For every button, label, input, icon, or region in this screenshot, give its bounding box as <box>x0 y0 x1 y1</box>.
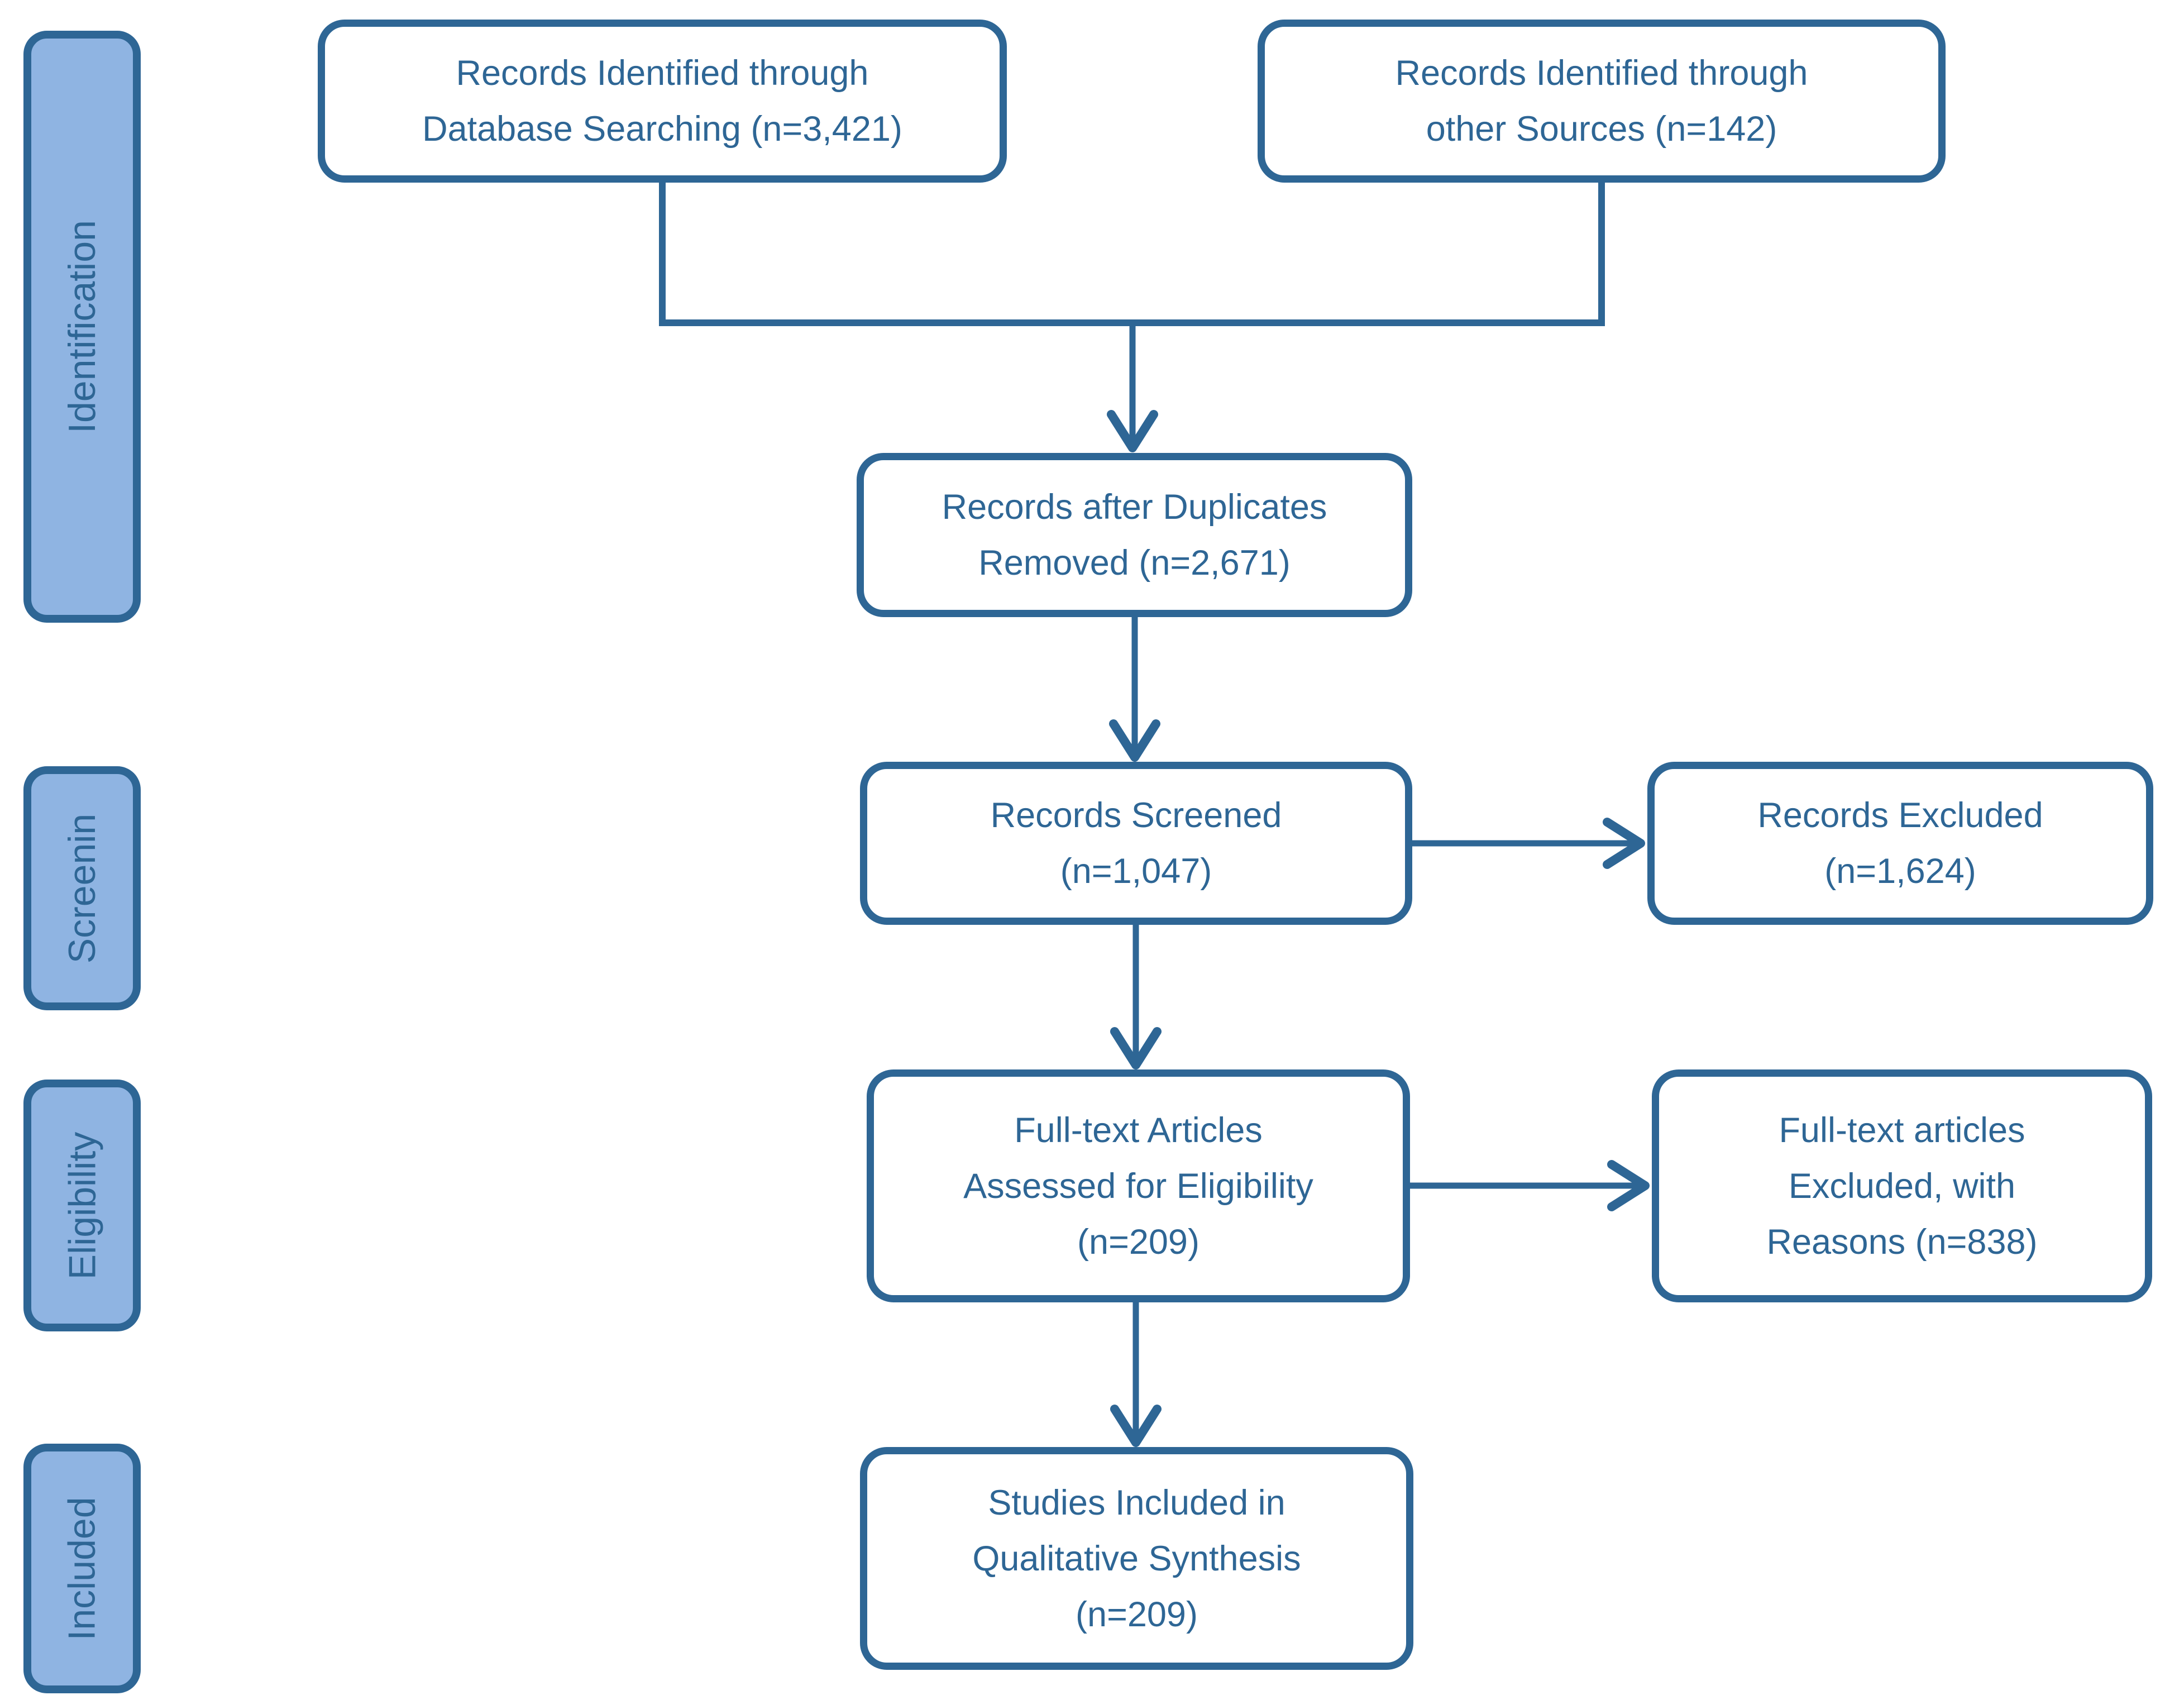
stage-label: Included <box>61 1496 103 1641</box>
node-line: (n=209) <box>1076 1594 1198 1634</box>
arrow-down-studies-included-icon <box>1110 1302 1162 1447</box>
node-line: Excluded, with <box>1788 1166 2016 1206</box>
stage-label: Eligibility <box>61 1131 103 1279</box>
node-studies-included: Studies Included in Qualitative Synthesi… <box>860 1447 1413 1670</box>
node-line: Full-text Articles <box>1014 1110 1263 1150</box>
node-line: (n=1,624) <box>1824 852 1976 891</box>
stage-eligibility: Eligibility <box>23 1080 141 1331</box>
node-line: Assessed for Eligibility <box>963 1166 1313 1206</box>
node-records-identified-other: Records Identified through other Sources… <box>1258 20 1946 183</box>
stage-included: Included <box>23 1444 141 1693</box>
node-line: Full-text articles <box>1779 1110 2025 1150</box>
node-line: Records after Duplicates <box>942 488 1327 527</box>
arrow-down-duplicates-icon <box>1107 326 1158 452</box>
node-line: (n=209) <box>1077 1222 1199 1262</box>
node-records-after-duplicates: Records after Duplicates Removed (n=2,67… <box>857 453 1412 617</box>
node-records-identified-database: Records Identified through Database Sear… <box>318 20 1007 183</box>
node-fulltext-assessed: Full-text Articles Assessed for Eligibil… <box>867 1069 1410 1302</box>
node-line: Qualitative Synthesis <box>972 1539 1301 1578</box>
arrow-down-screened-icon <box>1109 617 1160 762</box>
arrow-down-fulltext-icon <box>1110 925 1162 1069</box>
arrow-right-records-excluded-icon <box>1412 818 1645 869</box>
merge-connector <box>659 183 1605 326</box>
node-line: Records Identified through <box>456 54 869 93</box>
stage-identification: Identification <box>23 31 141 623</box>
stage-label: Screenin <box>61 813 104 963</box>
node-line: Studies Included in <box>988 1483 1285 1522</box>
node-line: Records Excluded <box>1757 796 2043 835</box>
stage-screening: Screenin <box>23 766 141 1010</box>
node-line: Records Identified through <box>1395 54 1808 93</box>
node-line: Reasons (n=838) <box>1766 1222 2038 1262</box>
node-records-excluded: Records Excluded (n=1,624) <box>1647 762 2153 925</box>
arrow-right-fulltext-excluded-icon <box>1410 1160 1650 1211</box>
node-line: Records Screened <box>990 796 1282 835</box>
node-records-screened: Records Screened (n=1,047) <box>860 762 1412 925</box>
node-line: (n=1,047) <box>1060 852 1212 891</box>
node-fulltext-excluded: Full-text articles Excluded, with Reason… <box>1652 1069 2152 1302</box>
node-line: Database Searching (n=3,421) <box>422 109 902 149</box>
node-line: other Sources (n=142) <box>1426 109 1777 149</box>
node-line: Removed (n=2,671) <box>978 543 1291 582</box>
stage-label: Identification <box>61 220 103 433</box>
